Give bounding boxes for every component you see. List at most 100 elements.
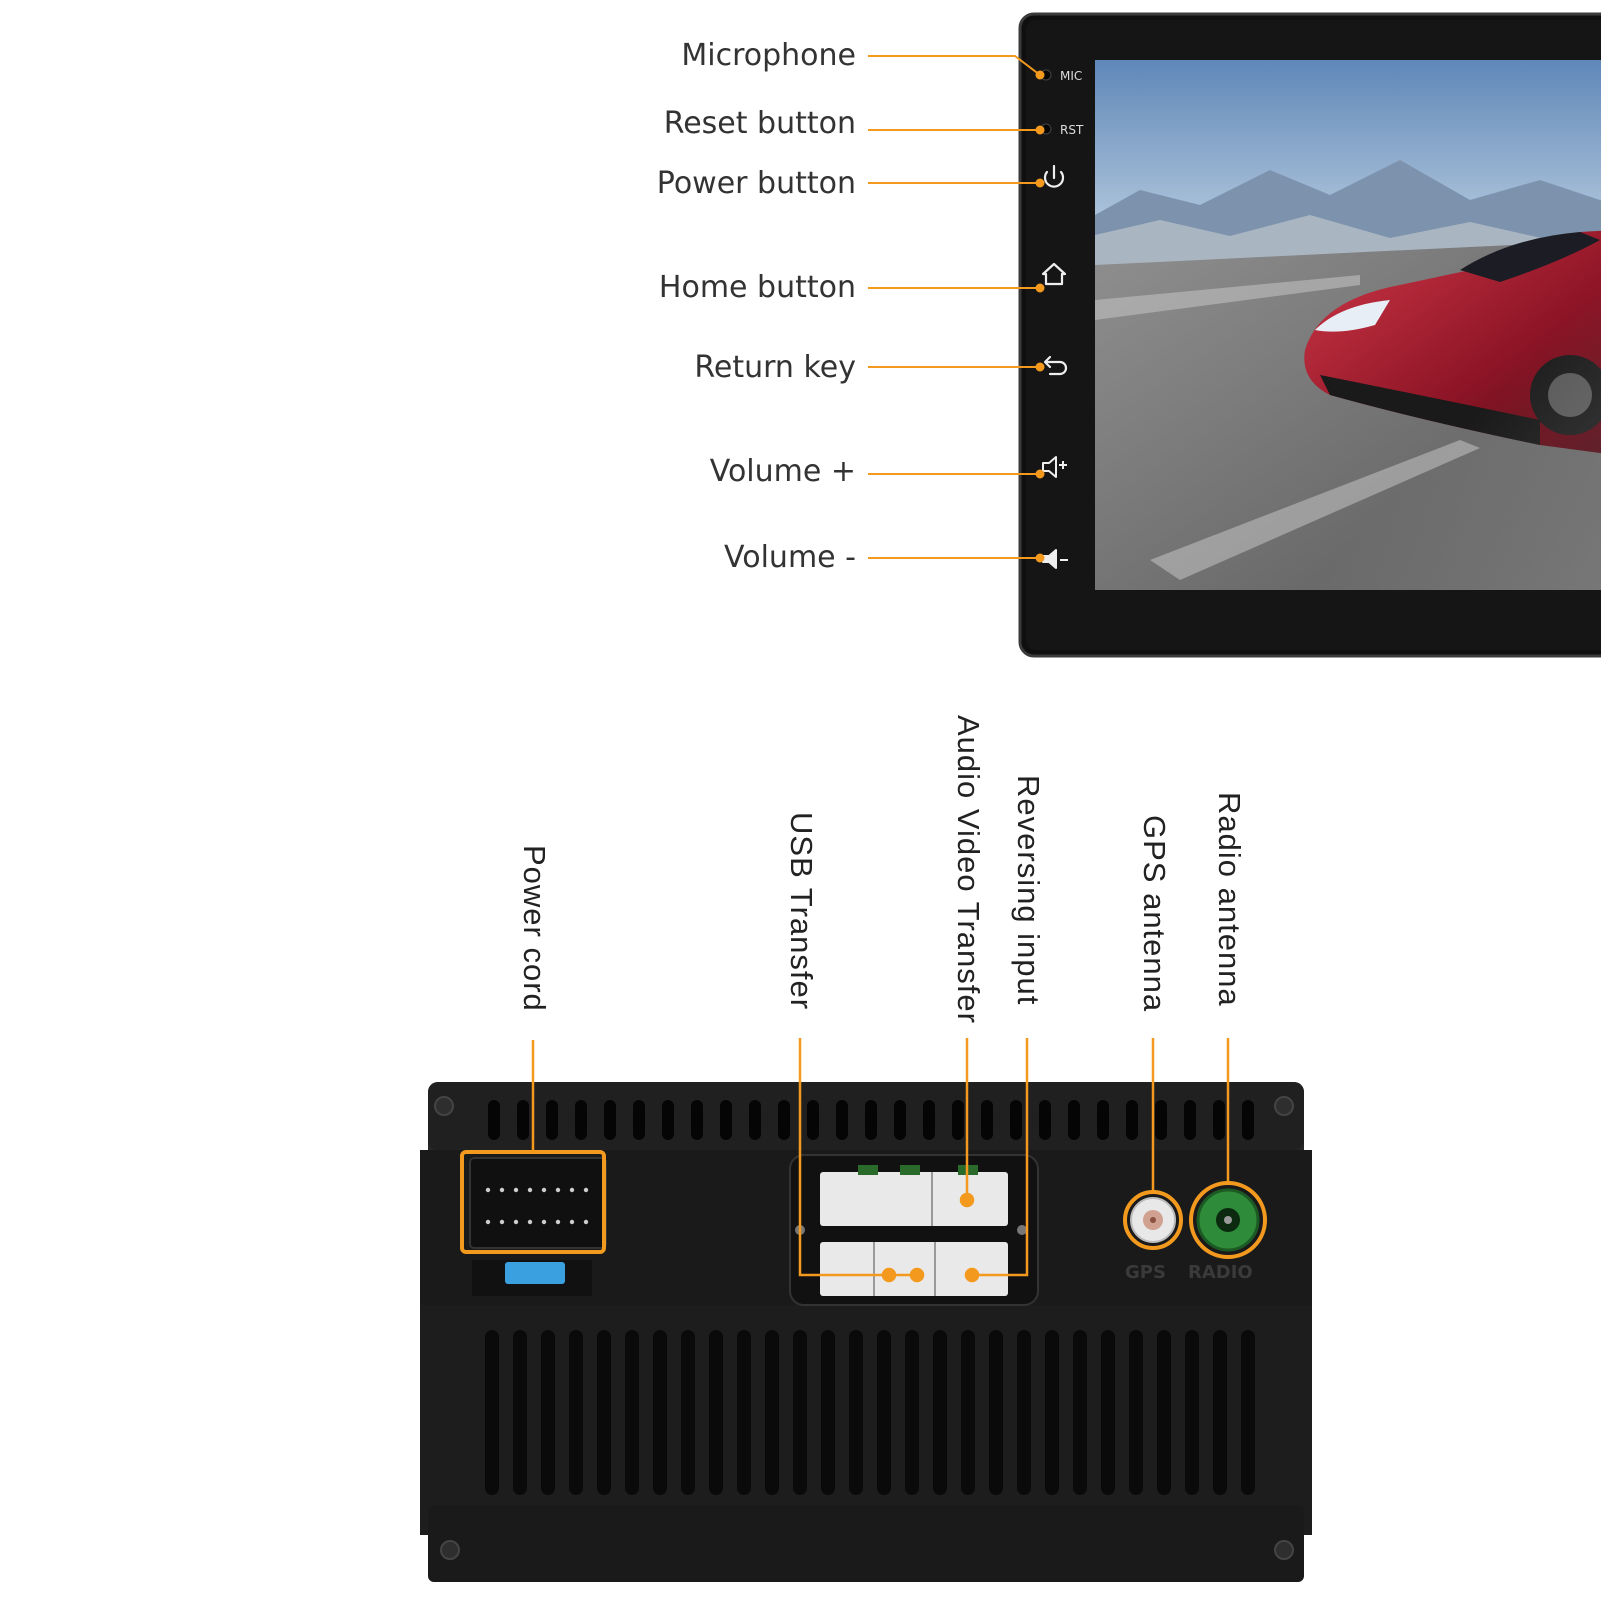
- vent-slot: [807, 1100, 819, 1140]
- vent-slot: [1242, 1100, 1254, 1140]
- callout-line-reset-button: [868, 125, 1045, 135]
- vent-slot: [933, 1330, 947, 1495]
- connector-pin: [555, 1187, 561, 1193]
- vent-slot: [485, 1330, 499, 1495]
- vent-slot: [569, 1330, 583, 1495]
- vent-slot: [865, 1100, 877, 1140]
- vent-slot: [720, 1100, 732, 1140]
- connector-pin: [541, 1187, 547, 1193]
- label-return-key: Return key: [694, 350, 856, 385]
- vent-slot: [513, 1330, 527, 1495]
- connector-pin: [513, 1219, 519, 1225]
- gps-port-label: GPS: [1125, 1262, 1166, 1283]
- vent-slot: [517, 1100, 529, 1140]
- home-icon[interactable]: [1041, 262, 1067, 286]
- vent-slot: [877, 1330, 891, 1495]
- label-power-cord: Power cord: [517, 845, 552, 1012]
- vent-slot: [575, 1100, 587, 1140]
- vent-slot: [1039, 1100, 1051, 1140]
- connector-pin: [569, 1219, 575, 1225]
- vent-slot: [981, 1100, 993, 1140]
- connector-pin: [485, 1219, 491, 1225]
- top-vents: [488, 1100, 1254, 1140]
- label-home-button: Home button: [658, 270, 856, 305]
- callout-line-radio-antenna: [1189, 1038, 1267, 1259]
- vent-slot: [1073, 1330, 1087, 1495]
- callout-line-volume-up: [868, 469, 1045, 479]
- vent-slot: [541, 1330, 555, 1495]
- vent-slot: [1068, 1100, 1080, 1140]
- vent-slot: [923, 1100, 935, 1140]
- screw-icon: [440, 1540, 460, 1560]
- callout-line-power-button: [868, 178, 1045, 188]
- head-unit-front: MIC RST: [1018, 12, 1601, 658]
- vent-slot: [749, 1100, 761, 1140]
- vent-slot: [691, 1100, 703, 1140]
- vent-slot: [1101, 1330, 1115, 1495]
- connector-pin: [499, 1187, 505, 1193]
- volume-down-icon[interactable]: [1042, 549, 1068, 569]
- screw-icon: [1274, 1540, 1294, 1560]
- label-volume-up: Volume +: [709, 454, 856, 489]
- vent-slot: [821, 1330, 835, 1495]
- callout-line-return-key: [868, 362, 1045, 372]
- radio-port-label: RADIO: [1188, 1262, 1253, 1283]
- label-power-button: Power button: [656, 166, 856, 201]
- vent-slot: [849, 1330, 863, 1495]
- vent-slot: [894, 1100, 906, 1140]
- vent-slot: [905, 1330, 919, 1495]
- label-gps-antenna: GPS antenna: [1137, 815, 1172, 1013]
- vent-slot: [1213, 1330, 1227, 1495]
- head-unit-back: GPS RADIO: [420, 1082, 1312, 1582]
- vent-slot: [1157, 1330, 1171, 1495]
- vent-slot: [546, 1100, 558, 1140]
- gps-port: [1130, 1197, 1176, 1243]
- callout-line-volume-down: [868, 553, 1045, 563]
- vent-slot: [681, 1330, 695, 1495]
- callout-line-usb-transfer: [798, 1038, 925, 1283]
- label-radio-antenna: Radio antenna: [1212, 792, 1247, 1007]
- callout-line-reversing-input: [964, 1038, 1029, 1283]
- connector-pin: [569, 1187, 575, 1193]
- vent-slot: [1017, 1330, 1031, 1495]
- vent-slot: [989, 1330, 1003, 1495]
- label-reset-button: Reset button: [663, 106, 856, 141]
- connector-pin: [583, 1187, 589, 1193]
- connector-pin: [541, 1219, 547, 1225]
- vent-slot: [1010, 1100, 1022, 1140]
- screw-icon: [1274, 1096, 1294, 1116]
- label-volume-down: Volume -: [724, 540, 856, 575]
- radio-port: [1196, 1188, 1260, 1252]
- callout-line-home-button: [868, 283, 1045, 293]
- vent-slot: [1045, 1330, 1059, 1495]
- screw-icon: [434, 1096, 454, 1116]
- callout-line-audio-video-transfer: [959, 1038, 975, 1208]
- screen-display: [1095, 60, 1601, 590]
- label-audio-video-transfer: Audio Video Transfer: [951, 715, 986, 1024]
- callout-line-gps-antenna: [1123, 1038, 1183, 1250]
- return-icon[interactable]: [1043, 355, 1068, 376]
- connector-pin: [485, 1187, 491, 1193]
- lower-vents: [485, 1330, 1255, 1495]
- vent-slot: [1184, 1100, 1196, 1140]
- connector-pin: [513, 1187, 519, 1193]
- power-icon[interactable]: [1043, 164, 1065, 188]
- fuse: [505, 1262, 565, 1284]
- vent-slot: [836, 1100, 848, 1140]
- connector-pin: [583, 1219, 589, 1225]
- vent-slot: [604, 1100, 616, 1140]
- label-reversing-input: Reversing input: [1011, 775, 1046, 1006]
- vent-slot: [1213, 1100, 1225, 1140]
- vent-slot: [1129, 1330, 1143, 1495]
- rst-bezel-label: RST: [1060, 123, 1084, 137]
- power-cord-connector: [469, 1157, 607, 1296]
- back-callout-lines: [460, 1038, 1267, 1283]
- vent-slot: [488, 1100, 500, 1140]
- connector-pin: [527, 1187, 533, 1193]
- vent-slot: [653, 1330, 667, 1495]
- vent-slot: [662, 1100, 674, 1140]
- connector-pin: [499, 1219, 505, 1225]
- vent-slot: [778, 1100, 790, 1140]
